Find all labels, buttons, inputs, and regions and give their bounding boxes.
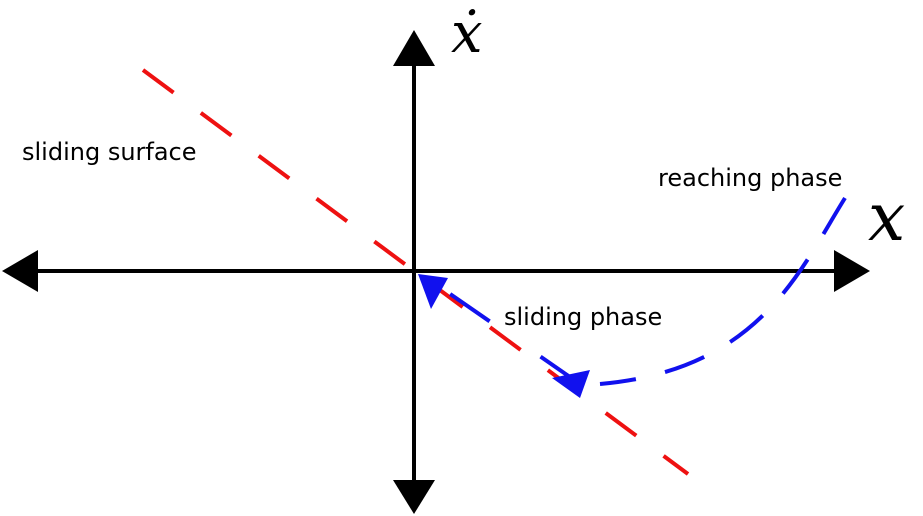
reaching-phase-label: reaching phase	[658, 164, 842, 192]
y-axis-label: ẋ	[451, 1, 483, 66]
reaching-phase-path	[599, 196, 847, 386]
x-axis	[2, 250, 870, 292]
y-axis	[393, 30, 435, 514]
y-axis-top-arrowhead	[393, 30, 435, 66]
y-axis-bottom-arrowhead	[393, 480, 435, 514]
trajectory-arrowhead-mid	[552, 370, 590, 398]
x-axis-label: x	[868, 179, 905, 256]
trajectory-arrowhead-origin	[418, 274, 448, 309]
sliding-surface-label: sliding surface	[22, 138, 197, 166]
x-axis-right-arrowhead	[834, 250, 870, 292]
x-axis-left-arrowhead	[2, 250, 38, 292]
sliding-phase-path	[428, 278, 582, 386]
sliding-phase-label: sliding phase	[504, 303, 662, 331]
